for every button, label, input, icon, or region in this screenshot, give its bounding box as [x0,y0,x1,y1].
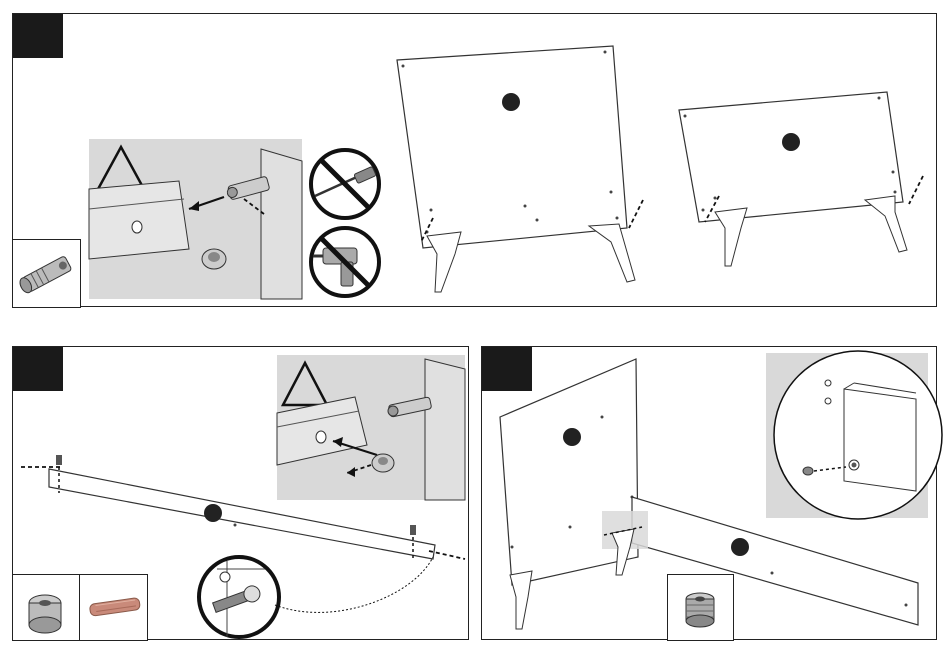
hardware-inset-cam-nut [12,574,80,641]
step-panel-2 [12,346,469,640]
threaded-insert-icon [668,575,735,642]
no-power-drill-icon [307,224,387,304]
side-panel-assembly-large [391,42,651,302]
side-panel-assembly-small [675,88,925,288]
step-panel-1 [12,13,937,307]
part-marker-dot-icon [563,428,581,446]
step-panel-3 [481,346,937,640]
part-marker-dot-icon [782,133,800,151]
no-screwdriver-icon [307,146,387,226]
part-marker-dot-icon [731,538,749,556]
cam-bolt-detail-drawing [89,139,302,299]
detail-cam-bolt-insert [89,139,302,299]
cam-nut-icon [13,575,81,642]
hardware-inset-cam-bolt [12,239,81,308]
wood-dowel-icon [80,575,149,642]
hardware-inset-threaded-insert [667,574,734,641]
hardware-inset-wood-dowel [79,574,148,641]
part-marker-dot-icon [502,93,520,111]
cam-bolt-icon [13,240,82,309]
step-number-badge-1 [13,14,63,58]
part-marker-dot-icon [204,504,222,522]
